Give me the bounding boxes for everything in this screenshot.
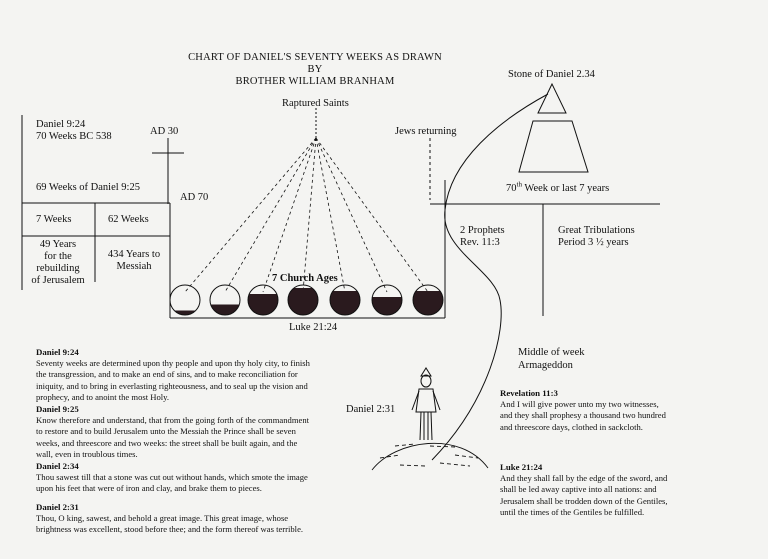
stone-triangle <box>537 82 567 114</box>
scripture-ref: Revelation 11:3 <box>500 388 558 398</box>
scripture-daniel-234: Daniel 2:34 Thou sawest till that a ston… <box>36 461 311 495</box>
chart-title-line1: CHART OF DANIEL'S SEVENTY WEEKS AS DRAWN <box>188 52 442 63</box>
daniel-924-header: Daniel 9:24 <box>36 119 86 130</box>
stone-path-curve <box>431 93 549 461</box>
seventieth-week-sup: th <box>516 180 522 189</box>
church-age-moons <box>169 284 444 316</box>
four-thirty-four-line1: 434 Years to <box>107 249 161 260</box>
scripture-text: Seventy weeks are determined upon thy pe… <box>36 358 310 402</box>
church-age-moon <box>209 284 241 316</box>
ad30-label: AD 30 <box>150 126 179 137</box>
chart-title-line2: BY <box>307 64 323 75</box>
sixty-two-weeks-label: 62 Weeks <box>108 214 149 225</box>
church-age-moon <box>247 284 279 316</box>
scripture-text: And they shall fall by the edge of the s… <box>500 473 668 517</box>
forty-nine-years-line3: rebuilding <box>36 263 80 274</box>
rapture-fan <box>184 137 429 293</box>
scripture-daniel-925: Daniel 9:25 Know therefore and understan… <box>36 404 311 460</box>
scripture-daniel-924: Daniel 9:24 Seventy weeks are determined… <box>36 347 311 403</box>
church-age-moon <box>412 284 444 316</box>
forty-nine-years-line1: 49 Years <box>39 239 77 250</box>
luke-2124-label: Luke 21:24 <box>289 322 338 333</box>
church-age-moon <box>287 284 319 316</box>
daniel-231-label: Daniel 2:31 <box>346 404 396 415</box>
scripture-luke-2124: Luke 21:24 And they shall fall by the ed… <box>500 462 668 518</box>
chart-title-line3: BROTHER WILLIAM BRANHAM <box>235 76 395 87</box>
scripture-ref: Daniel 9:24 <box>36 347 79 357</box>
church-age-moon <box>329 284 361 316</box>
church-age-moon <box>169 284 201 316</box>
raptured-saints-label: Raptured Saints <box>282 98 349 109</box>
stone-of-daniel-label: Stone of Daniel 2.34 <box>508 69 595 80</box>
seven-church-ages-label: 7 Church Ages <box>272 273 338 284</box>
forty-nine-years-line2: for the <box>44 251 72 262</box>
great-tribulation-line1: Great Tribulations <box>558 225 635 236</box>
scripture-revelation-113: Revelation 11:3 And I will give power un… <box>500 388 668 433</box>
forty-nine-years-line4: of Jerusalem <box>31 275 85 286</box>
scripture-text: Thou sawest till that a stone was cut ou… <box>36 472 308 494</box>
scripture-ref: Daniel 9:25 <box>36 404 79 414</box>
middle-of-week-line2: Armageddon <box>518 360 573 371</box>
two-prophets-line1: 2 Prophets <box>460 225 505 236</box>
scripture-ref: Daniel 2:31 <box>36 502 79 512</box>
ground-mound <box>371 442 489 471</box>
scripture-text: And I will give power unto my two witnes… <box>500 399 666 432</box>
two-prophets-line2: Rev. 11:3 <box>460 237 500 248</box>
seven-weeks-label: 7 Weeks <box>36 214 72 225</box>
sixty-nine-weeks-label: 69 Weeks of Daniel 9:25 <box>36 182 140 193</box>
seventy-weeks-label: 70 Weeks BC 538 <box>36 131 112 142</box>
scripture-text: Thou, O king, sawest, and behold a great… <box>36 513 304 535</box>
middle-of-week-line1: Middle of week <box>518 347 585 358</box>
seventieth-week-rest: Week or last 7 years <box>521 183 610 194</box>
seventieth-week-label: 70th Week or last 7 years <box>506 180 610 195</box>
scripture-daniel-231: Daniel 2:31 Thou, O king, sawest, and be… <box>36 502 311 536</box>
scripture-ref: Daniel 2:34 <box>36 461 79 471</box>
jews-returning-label: Jews returning <box>395 126 457 137</box>
church-age-moon <box>371 284 403 316</box>
four-thirty-four-line2: Messiah <box>116 261 152 272</box>
scripture-text: Know therefore and understand, that from… <box>36 415 310 459</box>
seventieth-week-num: 70 <box>506 183 517 194</box>
great-tribulation-line2: Period 3 ½ years <box>558 237 629 248</box>
statue-figure <box>411 367 441 441</box>
scripture-ref: Luke 21:24 <box>500 462 543 472</box>
ad70-label: AD 70 <box>180 192 209 203</box>
stone-trapezoid <box>518 120 589 173</box>
